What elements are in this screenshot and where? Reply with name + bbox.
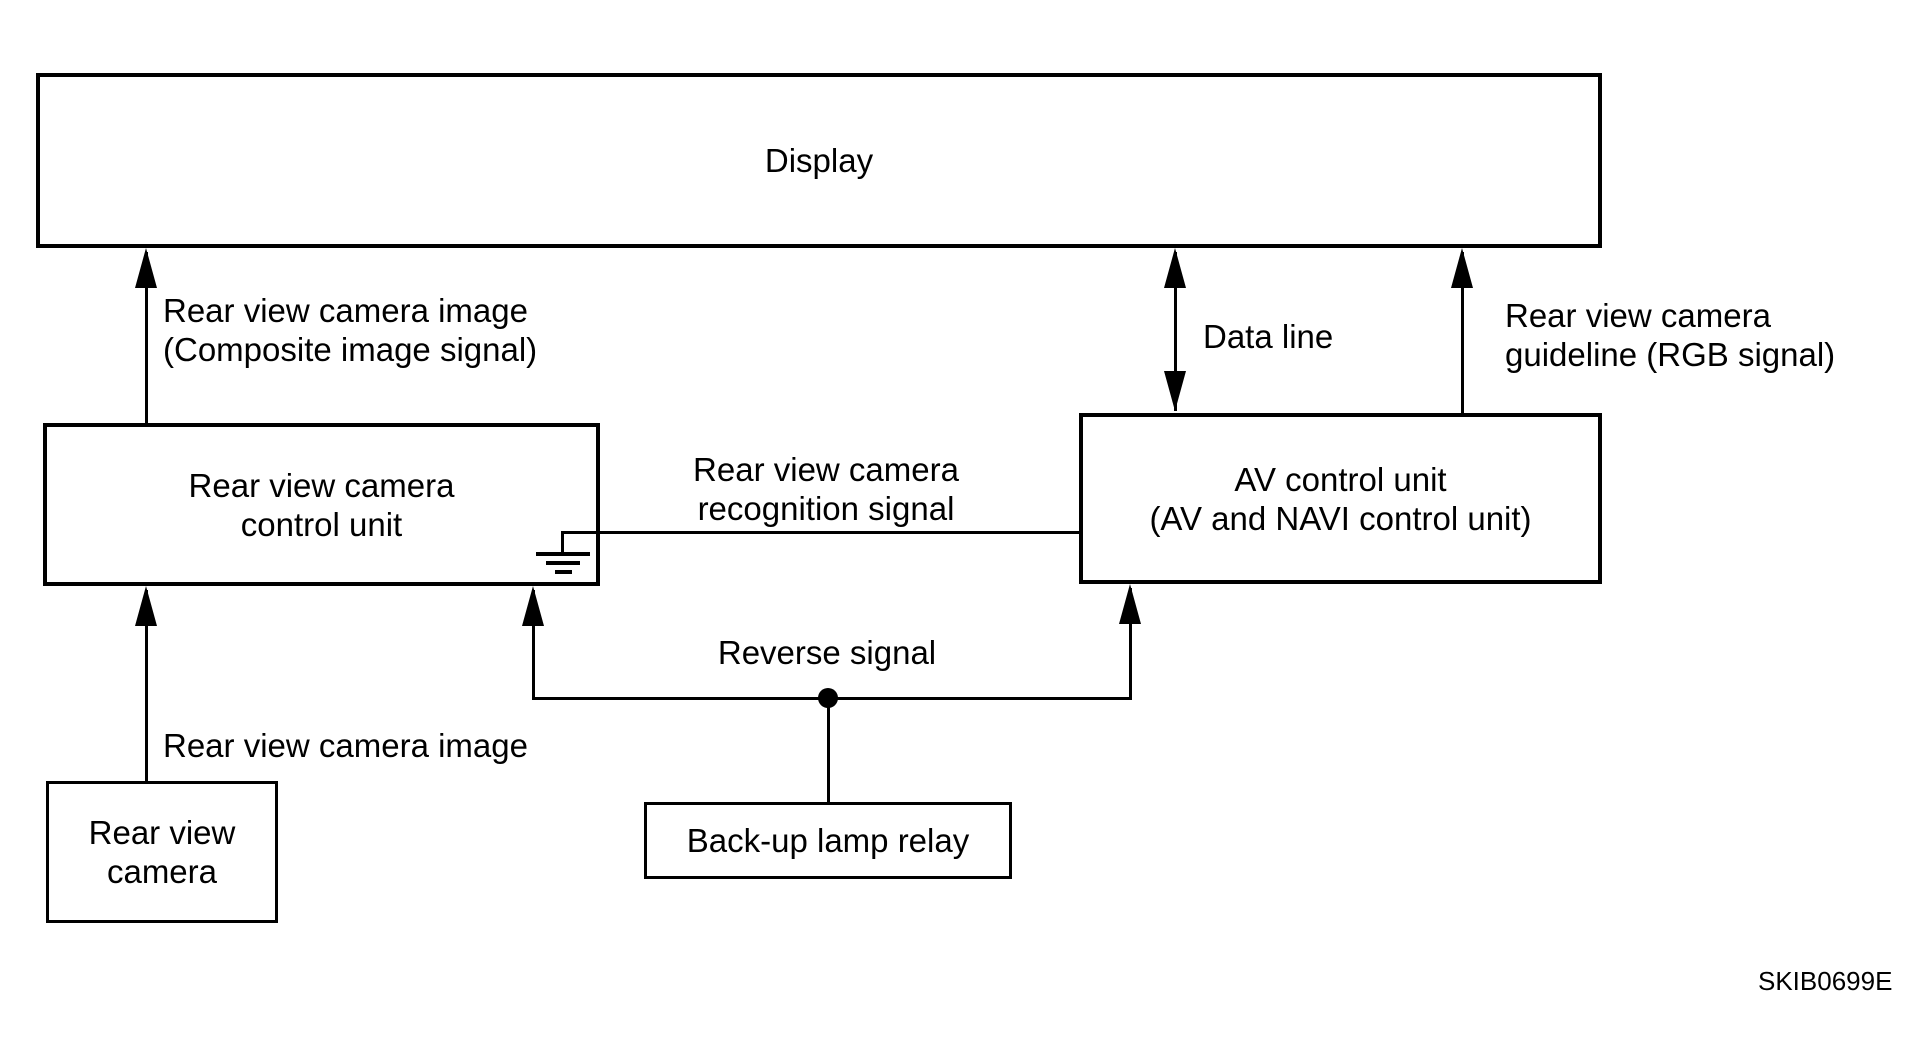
rvc-control-label-line2: control unit	[240, 505, 403, 543]
rear-camera-label-line2: camera	[106, 853, 218, 890]
composite-signal-line	[145, 252, 148, 425]
rear-camera-label-line1: Rear view	[88, 814, 236, 851]
arrow-up-head-icon	[522, 586, 544, 626]
display-node: Display	[36, 73, 1602, 248]
rear-view-camera-node: Rear view camera	[46, 781, 278, 923]
arrow-up-head-icon	[135, 586, 157, 626]
arrow-up-head-icon	[135, 248, 157, 288]
relay-feed-line	[827, 698, 830, 802]
backup-relay-label: Back-up lamp relay	[686, 822, 970, 859]
rvc-control-label-line1: Rear view camera	[188, 466, 455, 504]
av-control-label-line2: (AV and NAVI control unit)	[1149, 499, 1532, 537]
reverse-signal-label: Reverse signal	[717, 634, 937, 671]
rear-view-camera-control-unit-node: Rear view camera control unit	[43, 423, 600, 586]
recognition-signal-label: Rear view camera recognition signal	[693, 451, 959, 527]
arrow-up-head-icon	[1164, 248, 1186, 288]
display-label: Display	[764, 142, 874, 179]
camera-image-signal-label: Rear view camera image	[163, 727, 528, 764]
av-control-unit-node: AV control unit (AV and NAVI control uni…	[1079, 413, 1602, 584]
figure-code: SKIB0699E	[1758, 966, 1893, 996]
reverse-signal-branch-left	[532, 590, 535, 700]
data-line	[1174, 252, 1177, 411]
rgb-guideline-line	[1461, 252, 1464, 413]
arrow-up-head-icon	[1451, 248, 1473, 288]
arrow-down-head-icon	[1164, 371, 1186, 411]
composite-signal-label: Rear view camera image (Composite image …	[163, 292, 538, 368]
av-control-label-line1: AV control unit	[1234, 460, 1447, 498]
camera-image-signal-line	[145, 590, 148, 781]
recognition-signal-line	[562, 531, 1081, 534]
rgb-guideline-label: Rear view camera guideline (RGB signal)	[1505, 297, 1836, 373]
arrow-up-head-icon	[1119, 584, 1141, 624]
data-line-label: Data line	[1203, 318, 1334, 355]
reverse-signal-branch-right	[1129, 588, 1132, 700]
backup-lamp-relay-node: Back-up lamp relay	[644, 802, 1012, 879]
